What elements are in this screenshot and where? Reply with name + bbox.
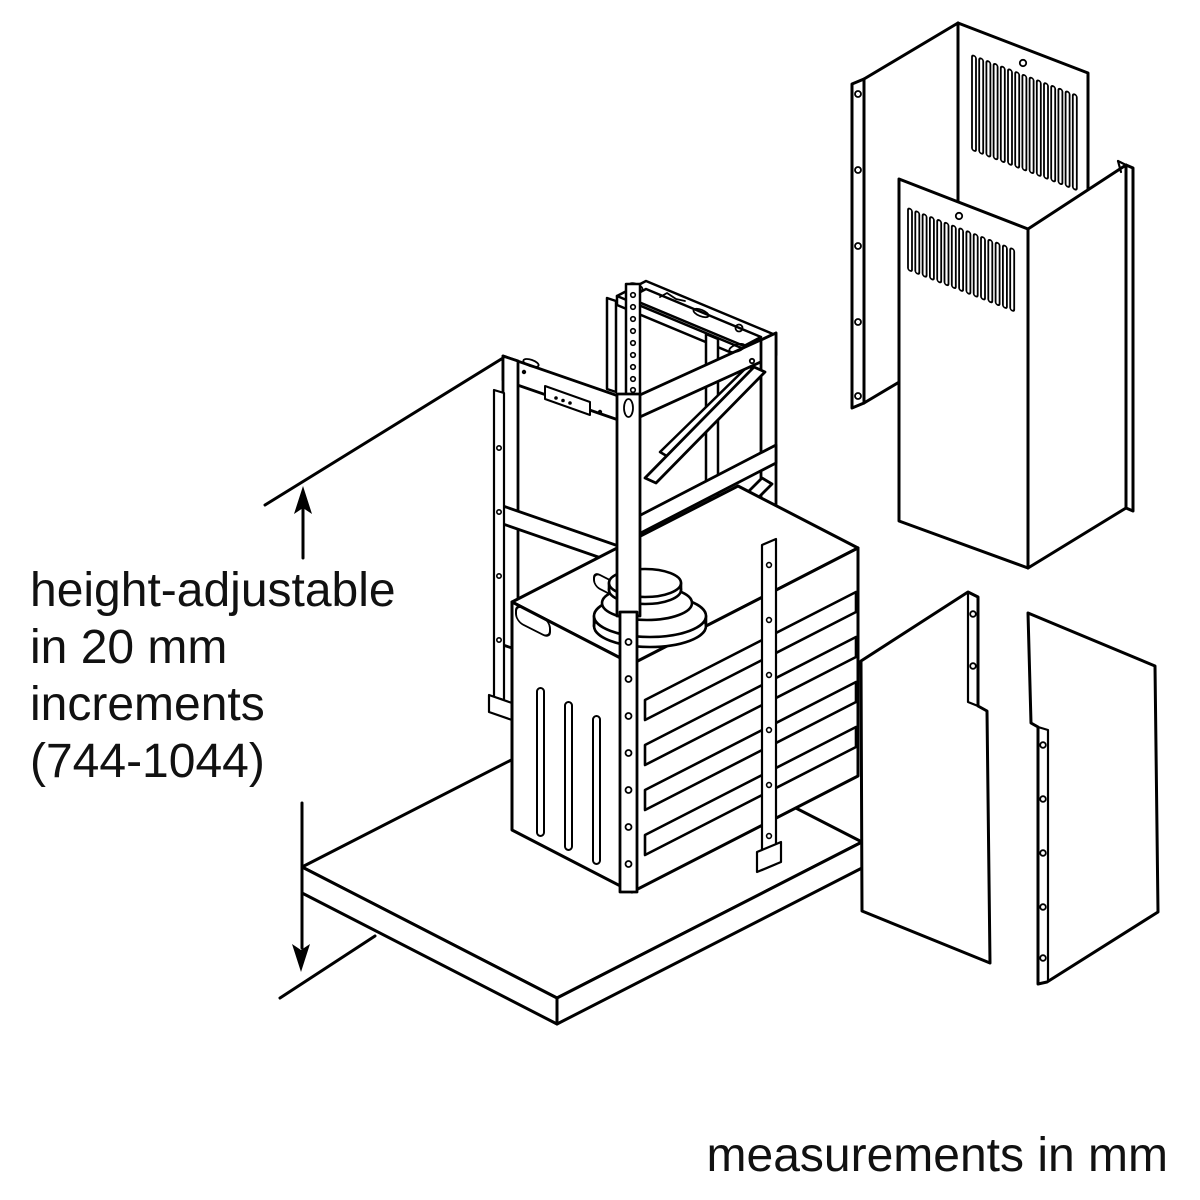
- height-adjustable-annotation: height-adjustable in 20 mm increments (7…: [30, 562, 396, 790]
- measurements-caption: measurements in mm: [706, 1129, 1168, 1182]
- upper-chimney-cover-front: [897, 159, 1135, 570]
- vent-slots-rear: [971, 54, 1078, 191]
- extension-line-top: [263, 356, 505, 507]
- annotation-line-2: in 20 mm: [30, 621, 228, 674]
- extension-line-bottom: [278, 934, 377, 1000]
- hood-left-slots: [536, 687, 601, 865]
- height-dimension: [263, 356, 505, 1000]
- height-adjustment-rail: [615, 392, 783, 894]
- annotation-line-3: increments: [30, 678, 265, 731]
- annotation-line-1: height-adjustable: [30, 564, 396, 617]
- height-dimension-arrow-down: [292, 801, 310, 972]
- height-dimension-arrow-up: [294, 486, 312, 560]
- lower-chimney-panel-left: [859, 590, 992, 965]
- vent-slots-front: [907, 207, 1016, 312]
- annotation-line-4: (744-1044): [30, 735, 265, 788]
- hood-filter-bands: [643, 590, 858, 857]
- lower-chimney-panel-right: [1026, 611, 1160, 986]
